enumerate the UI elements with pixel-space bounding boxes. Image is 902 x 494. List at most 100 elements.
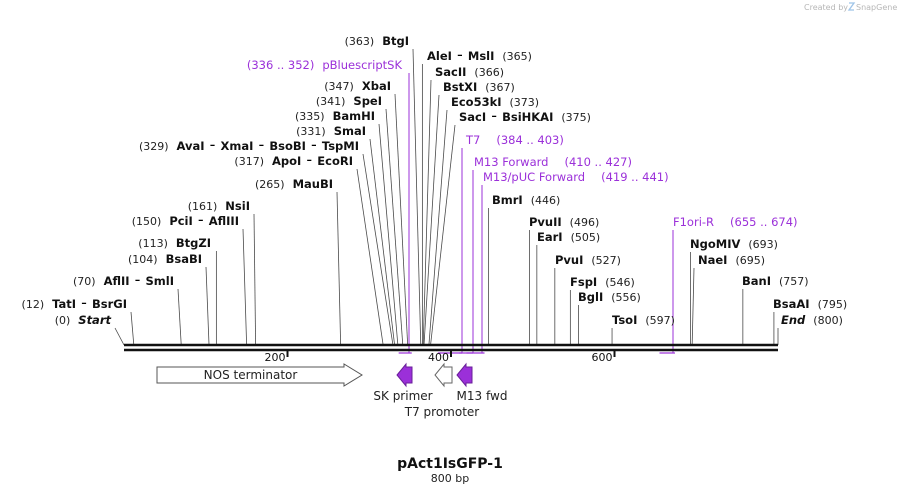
enzyme-name-smai: SmaI (334, 124, 366, 138)
enzyme-name-sacii: SacII (435, 65, 466, 79)
primer-name-pbluescriptsk: pBluescriptSK (322, 58, 402, 72)
primer-range-m13fwd: (410 .. 427) (564, 155, 632, 169)
site-label-end[interactable]: End (800) (781, 309, 843, 328)
feature-label-nos: NOS terminator (204, 368, 298, 382)
site-label-btgzi[interactable]: (113) BtgZI (138, 232, 211, 251)
site-coord-pcii: (150) (132, 215, 162, 228)
primer-name-m13fwd: M13 Forward (474, 155, 548, 169)
site-label-saci[interactable]: SacI - BsiHKAI (375) (459, 106, 591, 125)
enzyme-name-bsihkai: BsiHKAI (502, 110, 553, 124)
enzyme-name-saci: SacI (459, 110, 486, 124)
site-line-aflii (177, 288, 182, 346)
site-coord-avai: (329) (139, 140, 169, 153)
site-label-maubi[interactable]: (265) MauBI (255, 173, 333, 192)
site-label-tsoi[interactable]: TsoI (597) (612, 309, 675, 328)
site-line-avai (362, 153, 394, 346)
site-coord-fspi: (546) (605, 276, 635, 289)
feature-m13fwdfeat[interactable] (456, 362, 473, 388)
primer-label-f1ori[interactable]: F1ori-R (655 .. 674) (673, 211, 798, 230)
site-coord-bsabi: (104) (128, 253, 158, 266)
ruler-label-200: 200 (265, 351, 286, 364)
enzyme-name-pcii: PciI (169, 214, 192, 228)
site-label-btgi[interactable]: (363) BtgI (345, 30, 409, 49)
primer-label-pbluescriptsk[interactable]: (336 .. 352) pBluescriptSK (247, 54, 403, 73)
enzyme-name-bsobi: BsoBI (269, 139, 306, 153)
enzyme-name-apoi: ApoI (272, 154, 301, 168)
site-line-maubi (336, 191, 342, 346)
site-label-bani[interactable]: BanI (757) (742, 270, 809, 289)
enzyme-name-maubi: MauBI (293, 177, 333, 191)
site-label-spei[interactable]: (341) SpeI (316, 90, 382, 109)
site-line-nsii (253, 213, 257, 346)
primer-range-t7: (384 .. 403) (496, 133, 564, 147)
site-coord-nsii: (161) (188, 200, 218, 213)
primer-range-m13puc: (419 .. 441) (601, 170, 669, 184)
site-line-spei (385, 108, 404, 346)
feature-skprimer[interactable] (396, 362, 413, 388)
site-label-bsabi[interactable]: (104) BsaBI (128, 248, 202, 267)
site-line-smai (369, 138, 395, 346)
site-label-alei[interactable]: AleI - MslI (365) (427, 45, 532, 64)
site-label-start[interactable]: (0) Start (55, 309, 112, 328)
site-coord-btgi: (363) (345, 35, 375, 48)
site-label-pcii[interactable]: (150) PciI - AflIII (132, 210, 239, 229)
site-coord-tati: (12) (22, 298, 45, 311)
site-line-eco53ki (428, 109, 448, 346)
enzyme-name-msli: MslI (468, 49, 495, 63)
site-label-eco53ki[interactable]: Eco53kI (373) (451, 91, 539, 110)
site-coord-bgli: (556) (611, 291, 641, 304)
feature-label-t7promoter: T7 promoter (404, 405, 480, 419)
site-label-naei[interactable]: NaeI (695) (698, 249, 765, 268)
site-coord-eari: (505) (571, 231, 601, 244)
primer-name-m13puc: M13/pUC Forward (483, 170, 585, 184)
site-coord-spei: (341) (316, 95, 346, 108)
site-label-bamhi[interactable]: (335) BamHI (295, 105, 375, 124)
enzyme-name-bamhi: BamHI (333, 109, 375, 123)
site-coord-eco53ki: (373) (510, 96, 540, 109)
primer-name-t7: T7 (465, 133, 480, 147)
site-label-xbai[interactable]: (347) XbaI (324, 75, 391, 94)
site-label-smai[interactable]: (331) SmaI (296, 120, 366, 139)
site-line-btgi (412, 48, 422, 346)
feature-t7promoter[interactable] (434, 362, 453, 388)
feature-label-skprimer: SK primer (373, 389, 432, 403)
site-label-bgli[interactable]: BglI (556) (578, 286, 641, 305)
site-label-pvui[interactable]: PvuI (527) (555, 249, 621, 268)
feature-nos[interactable] (156, 363, 363, 387)
enzyme-name-bsaai: BsaAI (773, 297, 810, 311)
site-label-pvuii[interactable]: PvuII (496) (529, 211, 599, 230)
primer-range-f1ori: (655 .. 674) (730, 215, 798, 229)
enzyme-name-fspi: FspI (570, 275, 597, 289)
site-label-fspi[interactable]: FspI (546) (570, 271, 635, 290)
enzyme-name-end: End (781, 313, 806, 327)
site-label-eari[interactable]: EarI (505) (537, 226, 600, 245)
site-label-tati[interactable]: (12) TatI - BsrGI (22, 293, 127, 312)
enzyme-name-afliii: AflIII (209, 214, 239, 228)
site-label-bmri[interactable]: BmrI (446) (492, 189, 560, 208)
site-coord-end: (800) (813, 314, 843, 327)
site-label-avai[interactable]: (329) AvaI - XmaI - BsoBI - TspMI (139, 135, 359, 154)
primer-label-t7[interactable]: T7 (384 .. 403) (465, 129, 564, 148)
primer-label-m13puc[interactable]: M13/pUC Forward (419 .. 441) (483, 166, 669, 185)
primer-label-m13fwd[interactable]: M13 Forward (410 .. 427) (474, 151, 632, 170)
site-label-nsii[interactable]: (161) NsiI (188, 195, 250, 214)
enzyme-name-bani: BanI (742, 274, 771, 288)
site-line-apoi (356, 168, 384, 346)
site-line-naei (691, 267, 695, 346)
site-label-bsaai[interactable]: BsaAI (795) (773, 293, 847, 312)
enzyme-name-xbai: XbaI (362, 79, 391, 93)
site-coord-tsoi: (597) (645, 314, 675, 327)
site-label-aflii[interactable]: (70) AflII - SmlI (73, 270, 174, 289)
enzyme-name-tati: TatI (52, 297, 76, 311)
site-label-apoi[interactable]: (317) ApoI - EcoRI (234, 150, 353, 169)
credit-text: Created by (804, 3, 848, 12)
enzyme-name-bsrgi: BsrGI (92, 297, 127, 311)
site-label-sacii[interactable]: SacII (366) (435, 61, 504, 80)
enzyme-name-spei: SpeI (353, 94, 382, 108)
site-line-bamhi (378, 123, 399, 346)
site-label-ngomiv[interactable]: NgoMIV (693) (690, 233, 778, 252)
site-label-bstxi[interactable]: BstXI (367) (443, 76, 515, 95)
site-line-start (114, 327, 125, 346)
